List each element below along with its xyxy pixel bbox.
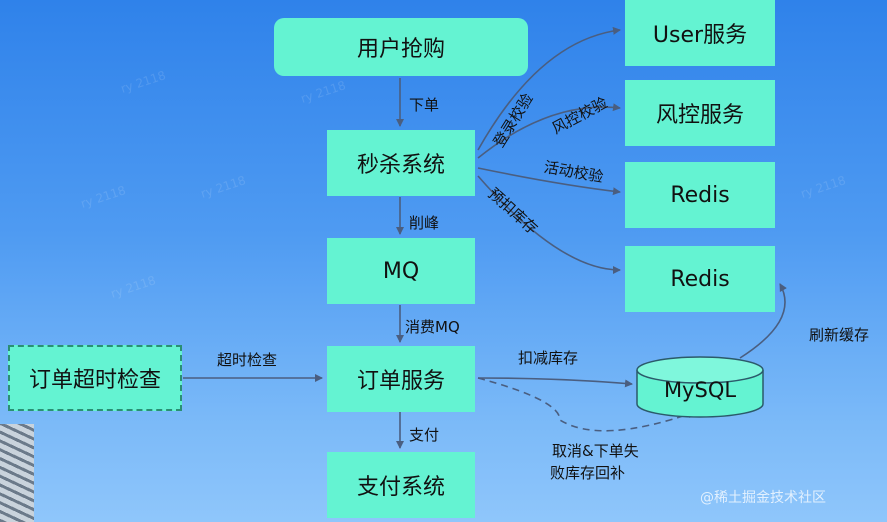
node-order-service: 订单服务 — [327, 346, 475, 412]
node-seckill-system: 秒杀系统 — [327, 130, 475, 196]
label-place-order: 下单 — [409, 96, 440, 114]
label-deduct-stock: 扣减库存 — [518, 349, 579, 367]
arrow-activity-check — [477, 167, 621, 196]
arrow-deduct-stock — [477, 377, 633, 388]
node-mq: MQ — [327, 238, 475, 304]
label-refresh-cache: 刷新缓存 — [809, 326, 870, 344]
node-risk-service: 风控服务 — [625, 80, 775, 146]
node-mysql-label: MySQL — [663, 378, 737, 402]
label-peak-shaving: 削峰 — [409, 214, 440, 232]
label-rollback-line1: 取消&下单失 — [552, 442, 639, 460]
arrow-risk-check — [477, 103, 621, 159]
node-payment-system: 支付系统 — [327, 452, 475, 518]
node-redis-2: Redis — [625, 246, 775, 312]
node-user-purchase: 用户抢购 — [274, 18, 528, 76]
watermark-credit: @稀土掘金技术社区 — [700, 490, 826, 506]
label-rollback-line2: 败库存回补 — [550, 464, 626, 482]
arrow-pre-deduct — [477, 175, 621, 274]
arrow-rollback — [477, 377, 696, 432]
arrow-login-check — [477, 26, 621, 151]
node-order-timeout-check: 订单超时检查 — [8, 345, 182, 411]
label-timeout-check: 超时检查 — [217, 351, 278, 369]
arrow-refresh-cache — [739, 283, 787, 359]
label-pay: 支付 — [409, 426, 440, 444]
corner-photo-fragment — [0, 424, 34, 522]
node-user-service: User服务 — [625, 0, 775, 66]
node-redis-1: Redis — [625, 162, 775, 228]
label-consume-mq: 消费MQ — [405, 318, 460, 336]
